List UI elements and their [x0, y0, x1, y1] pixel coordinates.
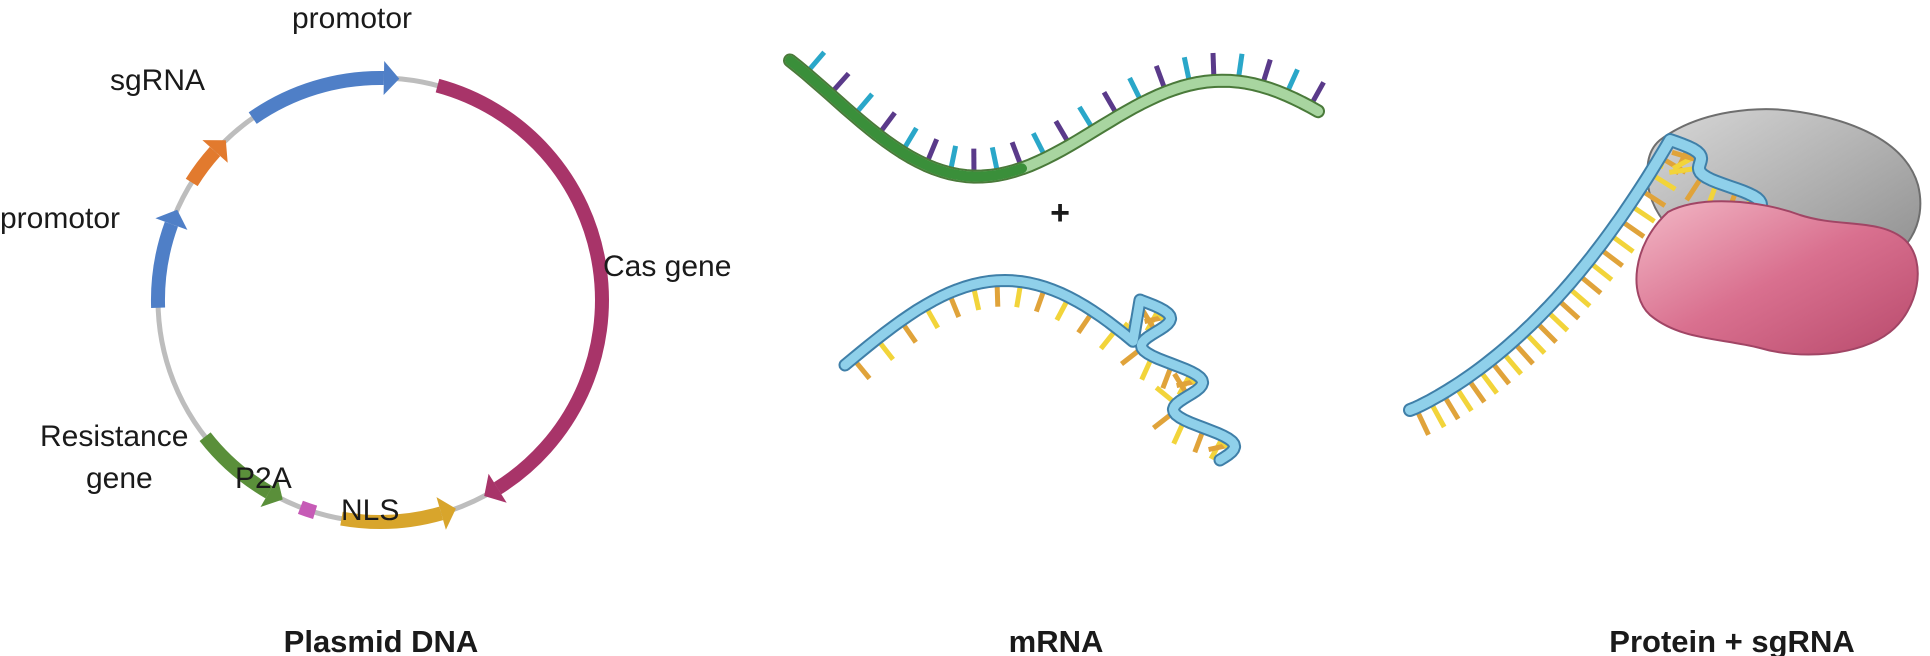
label-promotor-left: promotor	[0, 202, 120, 235]
segment-sgrna	[185, 146, 221, 187]
segment-cas-gene-arrowhead	[484, 473, 507, 503]
segment-promotor-left	[151, 221, 179, 308]
plasmid-map: promotor sgRNA promotor Cas gene Resista…	[0, 2, 731, 656]
rnp-sgrna-ribbon	[1403, 133, 1769, 436]
caption-plasmid-dna: Plasmid DNA	[284, 624, 479, 656]
segment-resistance	[199, 432, 273, 499]
segment-p2a	[297, 500, 318, 520]
mrna-strand-body	[840, 276, 1240, 465]
dna-strand-bases	[804, 50, 1326, 177]
label-promotor-top: promotor	[292, 2, 412, 35]
plus-sign: +	[1050, 194, 1070, 232]
rnp-panel: Protein + sgRNA	[1403, 108, 1922, 656]
segment-resistance-arrowhead	[260, 477, 283, 507]
label-p2a: P2A	[235, 462, 292, 495]
caption-protein-sgrna: Protein + sgRNA	[1609, 624, 1854, 656]
label-nls: NLS	[341, 494, 399, 527]
segment-promotor-top-arrowhead	[383, 61, 400, 95]
segment-cas-gene	[435, 78, 609, 495]
segment-promotor-left-arrowhead	[155, 209, 188, 230]
caption-mrna: mRNA	[1009, 624, 1104, 656]
rnp-sgrna-body	[1405, 135, 1767, 415]
segment-nls-arrowhead	[436, 497, 456, 530]
segment-sgrna-arrowhead	[202, 140, 228, 163]
dna-strand-dark-segment	[785, 55, 1027, 182]
label-sgrna: sgRNA	[110, 64, 205, 97]
rna-ribbon	[838, 274, 1242, 467]
label-cas-gene: Cas gene	[603, 250, 731, 283]
protein-pink-lobe	[1635, 200, 1919, 356]
mrna-panel: + mRNA	[783, 50, 1326, 656]
label-resistance-line2: gene	[86, 462, 153, 495]
dna-strand-body	[785, 55, 1323, 182]
segment-nls	[340, 506, 444, 529]
label-resistance-line1: Resistance	[40, 420, 188, 453]
dna-ribbon	[783, 50, 1326, 184]
plasmid-segments	[151, 61, 609, 530]
segment-promotor-top	[248, 70, 385, 124]
